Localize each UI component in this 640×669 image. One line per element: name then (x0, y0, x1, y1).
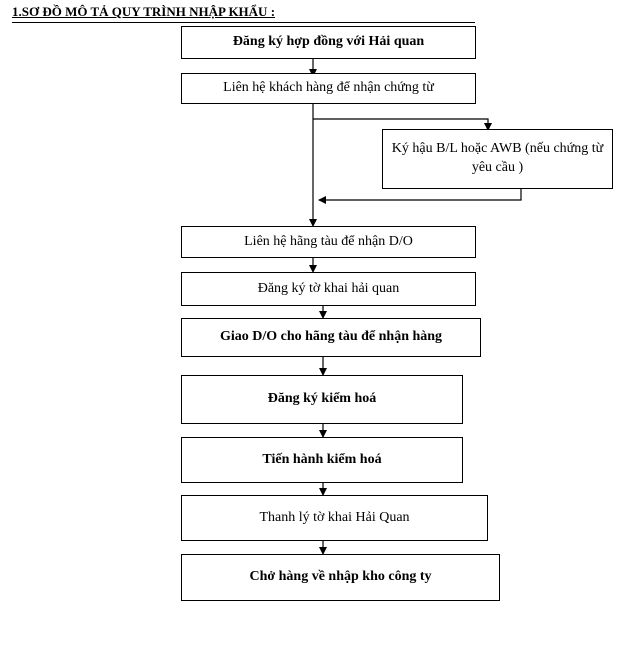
diagram-title: 1.SƠ ĐỒ MÔ TẢ QUY TRÌNH NHẬP KHẨU : (12, 4, 276, 19)
step-label: Giao D/O cho hãng tàu để nhận hàng (219, 329, 443, 345)
arrow-side-return (318, 189, 522, 204)
step-label: Tiến hành kiểm hoá (262, 451, 382, 467)
step-register-inspection: Đăng ký kiểm hoá (181, 375, 463, 424)
step-label: Đăng ký kiểm hoá (267, 391, 377, 407)
step-label: Đăng ký hợp đồng với Hải quan (232, 34, 425, 50)
step-contact-customer: Liên hệ khách hàng để nhận chứng từ (181, 73, 476, 104)
step-transport-goods: Chở hàng về nhập kho công ty (181, 554, 500, 601)
step-label: Chở hàng về nhập kho công ty (249, 569, 432, 585)
step-liquidate-declaration: Thanh lý tờ khai Hải Quan (181, 495, 488, 541)
step-label: Liên hệ hãng tàu để nhận D/O (244, 233, 413, 249)
step-contact-shipping-line: Liên hệ hãng tàu để nhận D/O (181, 226, 476, 258)
step-label: Thanh lý tờ khai Hải Quan (259, 509, 410, 525)
step-label: Đăng ký tờ khai hải quan (257, 280, 400, 296)
step-deliver-do: Giao D/O cho hãng tàu để nhận hàng (181, 318, 481, 357)
step-label: Ký hậu B/L hoặc AWB (nếu chứng từ yêu cầ… (391, 141, 604, 175)
step-conduct-inspection: Tiến hành kiểm hoá (181, 437, 463, 483)
step-label: Liên hệ khách hàng để nhận chứng từ (223, 80, 434, 96)
step-endorse-bl: Ký hậu B/L hoặc AWB (nếu chứng từ yêu cầ… (382, 129, 613, 189)
step-register-declaration: Đăng ký tờ khai hải quan (181, 272, 476, 306)
title-underline (12, 22, 475, 23)
step-register-contract: Đăng ký hợp đồng với Hải quan (181, 26, 476, 59)
